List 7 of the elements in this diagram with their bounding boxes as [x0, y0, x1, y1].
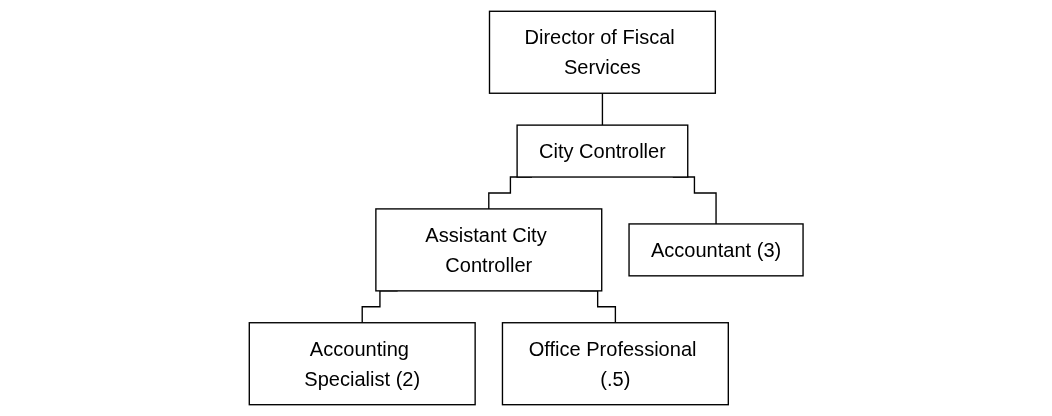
connector: [601, 92, 603, 126]
node-box: Director of Fiscal Services: [488, 10, 716, 94]
node-box: City Controller: [516, 124, 689, 178]
node-box: Accountant (3): [628, 223, 804, 277]
node-box: Office Professional (.5): [501, 322, 729, 406]
node-box: Accounting Specialist (2): [248, 322, 476, 406]
node-box: Assistant City Controller: [375, 208, 603, 292]
